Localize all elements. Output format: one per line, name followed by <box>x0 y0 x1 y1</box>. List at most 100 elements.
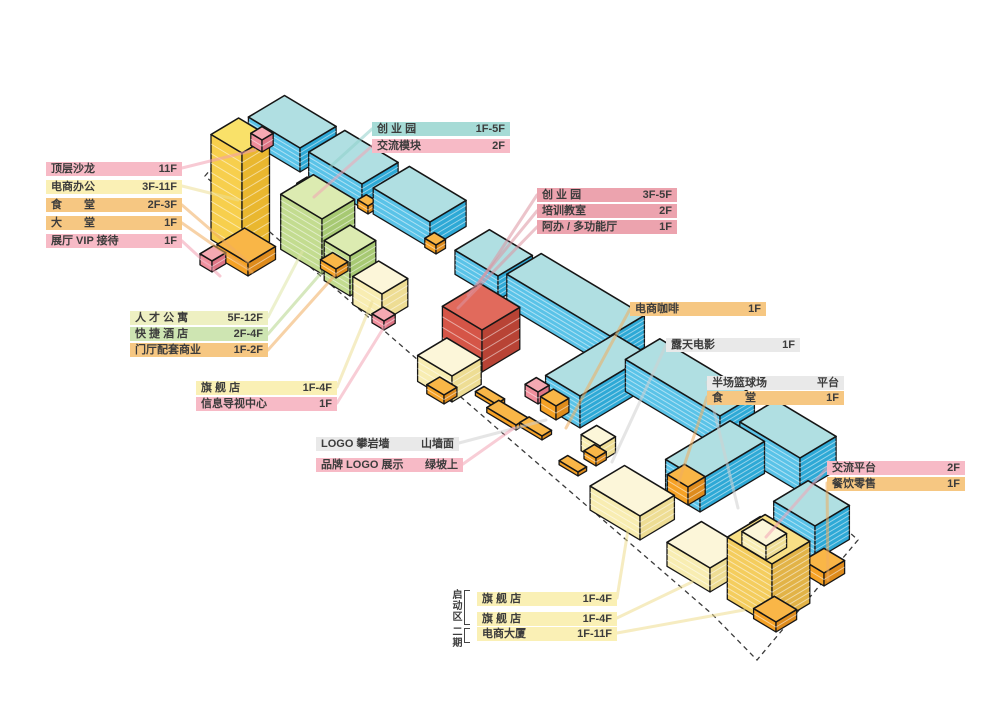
blue-slab-2-floor-line <box>308 156 399 190</box>
label-name: 旗 舰 店 <box>482 613 522 625</box>
label-name: 展厅 VIP 接待 <box>51 235 119 247</box>
label-name: 电商大厦 <box>482 628 526 640</box>
orange-ramp-3-top-face <box>518 416 553 437</box>
label-value: 平台 <box>817 377 839 389</box>
orange-cafe-top-face <box>539 388 570 407</box>
label-value: 1F <box>164 217 177 229</box>
label-value: 3F-5F <box>642 189 672 201</box>
leader-ecommerce-tower <box>615 608 746 635</box>
label-canteen-b: 食 堂 1F <box>707 391 844 405</box>
leader-talent-apartment <box>266 250 304 319</box>
label-value: 绿坡上 <box>425 459 458 471</box>
label-name: 阿办 / 多功能厅 <box>542 221 618 233</box>
blue-east-top-face <box>772 479 851 527</box>
orange-green-base-top-face <box>319 251 349 270</box>
leader-flagship-c <box>615 580 694 620</box>
cream-flagship-south1-top-face <box>589 464 676 517</box>
label-name: 旗 舰 店 <box>201 382 241 394</box>
cream-tower-cap-floor-line <box>741 540 787 556</box>
label-value: 1F-11F <box>577 628 612 640</box>
blue-mid-5-top-face <box>664 419 766 481</box>
label-brand-logo: 品牌 LOGO 展示绿坡上 <box>316 458 463 472</box>
phase-bracket-phase-two <box>464 628 470 643</box>
orange-tower-base-top-face <box>216 227 277 264</box>
label-value: 1F <box>748 303 761 315</box>
label-value: 1F <box>782 339 795 351</box>
orange-kiosk-base-top-face <box>583 443 608 459</box>
leader-training-room <box>466 209 539 297</box>
leader-brand-logo <box>461 426 516 466</box>
label-lobby: 大 堂 1F <box>46 216 182 230</box>
label-open-cinema: 露天电影 1F <box>666 338 800 352</box>
leader-flagship-a <box>335 300 374 389</box>
cream-flagship-south1-floor-line <box>589 497 675 529</box>
orange-kiosk-base-floor-line <box>583 454 607 463</box>
blue-slab-2-top-face <box>307 129 399 185</box>
blue-slab-4-top-face <box>454 228 534 277</box>
cream-flagship-south1 <box>589 464 676 541</box>
label-value: 1F <box>164 235 177 247</box>
label-name: 顶层沙龙 <box>51 163 95 175</box>
blue-slab-2-floor-line <box>308 161 399 195</box>
leader-express-hotel <box>266 270 324 336</box>
orange-gold-base-floor-line <box>753 613 797 628</box>
orange-flagship-base <box>425 376 458 405</box>
orange-green-base <box>319 251 349 279</box>
leader-info-center <box>335 322 388 405</box>
pink-penthouse-floor-line <box>250 138 274 147</box>
gold-tower-floor-line <box>727 548 811 576</box>
label-name: 半场篮球场 <box>712 377 767 389</box>
yellow-tower-floor-line <box>210 162 270 183</box>
cream-tower-cap <box>741 518 788 561</box>
green-apartment-2-floor-line <box>323 245 377 263</box>
label-name: 快 捷 酒 店 <box>135 328 189 340</box>
orange-canteen-floor-line <box>667 480 706 494</box>
label-flagship-c: 旗 舰 店 1F-4F <box>477 612 617 626</box>
label-value: 1F <box>319 398 332 410</box>
label-name: 信息导视中心 <box>201 398 267 410</box>
leader-flagship-b <box>615 528 630 600</box>
label-name: 餐饮零售 <box>832 478 876 490</box>
yellow-tower-floor-line <box>210 200 270 221</box>
cream-kiosk-top-face <box>580 424 617 447</box>
orange-ramp-1-top-face <box>474 385 506 405</box>
blue-slab-3-floor-line <box>372 192 467 228</box>
label-value: 1F-4F <box>582 613 612 625</box>
label-name: 交流平台 <box>832 462 876 474</box>
label-name: LOGO 攀岩墙 <box>321 438 390 450</box>
orange-accent-slab3-floor-line <box>424 242 446 251</box>
leader-exchange-module <box>312 144 374 199</box>
green-apartment-1-top-face <box>279 173 356 220</box>
leader-lobby-retail <box>266 272 338 352</box>
orange-gold-base-top-face <box>752 595 798 623</box>
cream-info-center-floor-line <box>352 283 409 302</box>
label-name: 大 堂 <box>51 217 95 229</box>
blue-mid-3-floor-line <box>625 368 755 426</box>
label-name: 食 堂 <box>51 199 95 211</box>
leader-open-cinema <box>610 343 668 464</box>
pink-accent-mid-top-face <box>524 376 551 393</box>
leader-startup-park-a <box>328 127 374 169</box>
label-value: 3F-11F <box>142 181 177 193</box>
cream-flagship-west-floor-line <box>417 361 482 384</box>
label-value: 山墙面 <box>421 438 454 450</box>
label-name: 食 堂 <box>712 392 756 404</box>
label-name: 创 业 园 <box>377 123 417 135</box>
label-value: 1F <box>826 392 839 404</box>
label-logo-wall: LOGO 攀岩墙 山墙面 <box>316 437 459 451</box>
label-name: 露天电影 <box>671 339 715 351</box>
blue-east-floor-line <box>773 515 850 542</box>
orange-accent-slab3 <box>423 231 447 255</box>
leader-canteen-b <box>676 395 709 486</box>
orange-canteen-floor-line <box>667 486 706 500</box>
orange-flagship-base-top-face <box>425 376 458 396</box>
green-apartment-2-top-face <box>323 224 377 257</box>
